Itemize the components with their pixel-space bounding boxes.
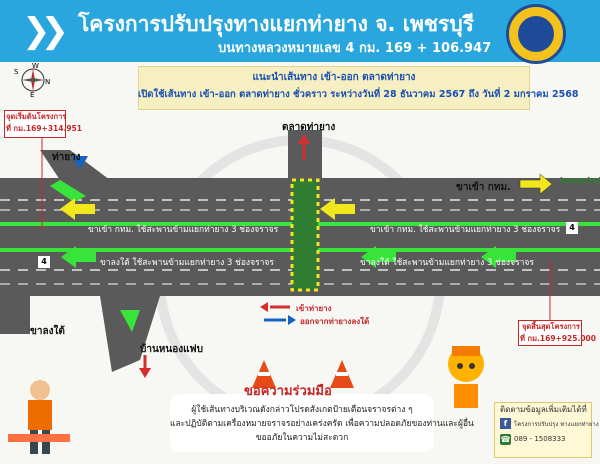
route-sign-left: 4: [38, 256, 50, 268]
lane-out-right: ขาลงใต้ ใช้สะพานข้ามแยกท่ายาง 3 ช่องจราจ…: [360, 258, 534, 268]
page-title: โครงการปรับปรุงทางแยกท่ายาง จ. เพชรบุรี: [78, 12, 474, 36]
cooperation-panel: [170, 394, 434, 452]
department-logo: [506, 4, 566, 64]
chevron-icon: ❯❯: [22, 11, 69, 51]
phone-number[interactable]: 089 - 1508333: [514, 435, 566, 443]
notice-text: เปิดใช้เส้นทาง เข้า-ออก ตลาดท่ายาง ชั่วค…: [138, 89, 579, 100]
lane-in-left: ขาเข้า กทม. ใช้สะพานข้ามแยกท่ายาง 3 ช่อง…: [88, 225, 279, 235]
compass-icon: S W E N: [14, 62, 50, 98]
south-ramp: [100, 296, 160, 372]
end-km: ที่ กม.169+925.000: [520, 334, 596, 343]
contact-title: ติดตามข้อมูลเพิ่มเติมได้ที่: [500, 405, 587, 414]
place-thayang: ท่ายาง: [52, 152, 81, 163]
lane-out-left: ขาลงใต้ ใช้สะพานข้ามแยกท่ายาง 3 ช่องจราจ…: [100, 258, 274, 268]
place-market: ตลาดท่ายาง: [282, 122, 336, 133]
project-start-box: [4, 110, 66, 138]
compass-n: N: [45, 78, 50, 86]
lane-in-right: ขาเข้า กทม. ใช้สะพานข้ามแยกท่ายาง 3 ช่อง…: [370, 225, 561, 235]
page-subtitle: บนทางหลวงหมายเลข 4 กม. 169 + 106.947: [218, 41, 492, 56]
project-end-box: [518, 320, 582, 346]
compass-e: E: [30, 91, 34, 98]
brand-bangchak: bangchak: [560, 176, 600, 185]
place-baannong: บ้านหนองแฟบ: [140, 344, 203, 355]
place-khaolong: ขาลงใต้: [30, 326, 65, 337]
end-label: จุดสิ้นสุดโครงการ: [522, 322, 580, 331]
facebook-page[interactable]: โครงการปรับปรุง ทางแยกท่ายาง: [514, 421, 599, 428]
header-bar: [0, 0, 600, 62]
mascot-illustration: [448, 346, 484, 408]
cooperation-line3: ขออภัยในความไม่สะดวก: [255, 433, 349, 443]
start-label: จุดเริ่มต้นโครงการ: [6, 112, 67, 121]
notice-title: แนะนำเส้นทาง เข้า-ออก ตลาดท่ายาง: [252, 72, 416, 83]
direction-bkk: ขาเข้า กทม.: [456, 182, 511, 193]
worker-illustration: [8, 380, 70, 454]
start-km: ที่ กม.169+314.951: [6, 124, 82, 133]
facebook-icon: f: [500, 418, 511, 429]
legend-enter: เข้าท่ายาง: [296, 304, 332, 313]
contact-panel: [494, 402, 592, 458]
cooperation-title: ขอความร่วมมือ: [244, 384, 332, 399]
compass-s: S: [14, 68, 19, 76]
road-map: [0, 130, 600, 400]
route-sign-right: 4: [566, 222, 578, 234]
cooperation-line1: ผู้ใช้เส้นทางบริเวณดังกล่าวโปรดสังเกตป้า…: [191, 405, 413, 415]
legend-exit: ออกจากท่ายางลงใต้: [300, 317, 370, 326]
cooperation-line2: และปฏิบัติตามเครื่องหมายจราจรอย่างเคร่งค…: [170, 419, 474, 429]
compass-w: W: [32, 62, 39, 70]
phone-icon: ☎: [500, 434, 511, 445]
notice-panel: [138, 66, 530, 110]
